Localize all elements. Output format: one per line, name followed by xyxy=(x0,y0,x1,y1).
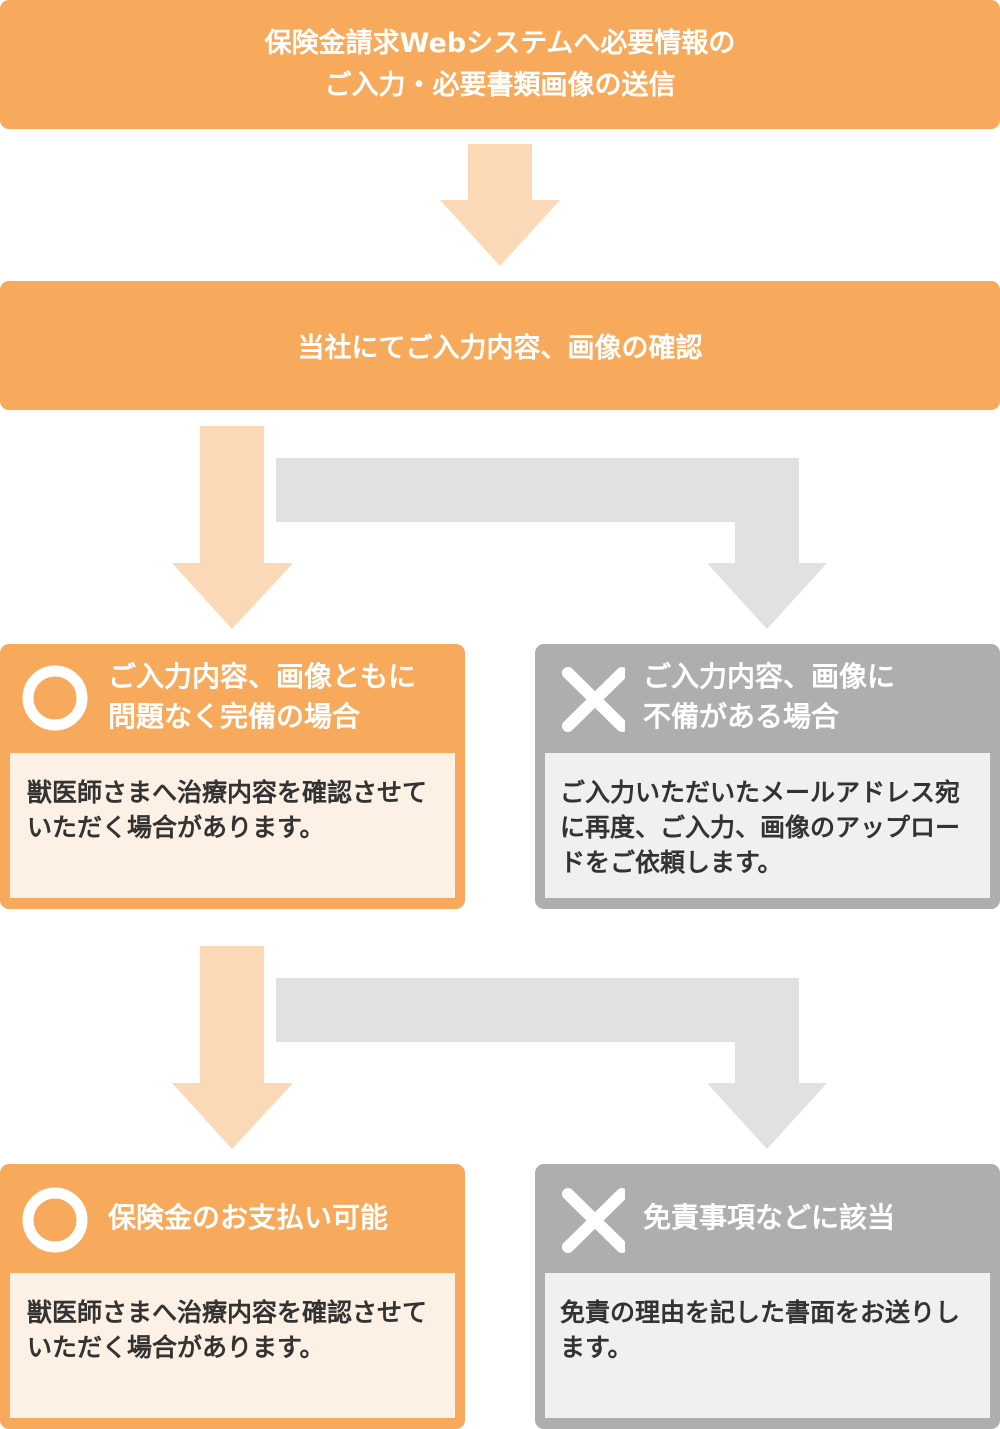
review-ok-title-line1: ご入力内容、画像ともに xyxy=(108,660,417,693)
step-review: 当社にてご入力内容、画像の確認 xyxy=(0,281,1000,410)
step-submit-line1: 保険金請求Webシステムへ必要情報の xyxy=(264,27,736,59)
payment-ok-title: 保険金のお支払い可能 xyxy=(108,1201,389,1234)
review-ok-card: ご入力内容、画像ともに 問題なく完備の場合 獣医師さまへ治療内容を確認させていた… xyxy=(0,644,465,909)
circle-icon xyxy=(22,665,88,731)
arrow-branch-ng-icon xyxy=(276,458,827,629)
cross-icon xyxy=(562,1188,625,1253)
step-submit-info: 保険金請求Webシステムへ必要情報の ご入力・必要書類画像の送信 xyxy=(0,0,1000,129)
arrow-down-ok-icon xyxy=(172,426,293,629)
payment-ok-body: 獣医師さまへ治療内容を確認させていただく場合があります。 xyxy=(10,1273,455,1418)
payment-ok-card: 保険金のお支払い可能 獣医師さまへ治療内容を確認させていただく場合があります。 xyxy=(0,1164,465,1429)
review-ng-title: ご入力内容、画像に 不備がある場合 xyxy=(643,657,990,737)
step-review-text: 当社にてご入力内容、画像の確認 xyxy=(297,333,703,364)
review-ok-body: 獣医師さまへ治療内容を確認させていただく場合があります。 xyxy=(10,753,455,898)
arrow-down-ok-icon xyxy=(172,946,293,1149)
review-ng-title-line1: ご入力内容、画像に xyxy=(643,660,896,693)
arrow-branch-ng-icon xyxy=(276,978,827,1149)
review-ok-title: ご入力内容、画像ともに 問題なく完備の場合 xyxy=(108,657,455,737)
arrow-down-icon xyxy=(440,144,560,266)
review-ng-title-line2: 不備がある場合 xyxy=(643,700,840,733)
review-ng-body: ご入力いただいたメールアドレス宛に再度、ご入力、画像のアップロードをご依頼します… xyxy=(545,753,990,898)
review-ok-title-line2: 問題なく完備の場合 xyxy=(108,700,361,733)
payment-ng-body: 免責の理由を記した書面をお送りします。 xyxy=(545,1273,990,1418)
payment-ng-title: 免責事項などに該当 xyxy=(643,1201,896,1234)
circle-icon xyxy=(22,1187,88,1253)
review-ng-card: ご入力内容、画像に 不備がある場合 ご入力いただいたメールアドレス宛に再度、ご入… xyxy=(535,644,1000,909)
step-submit-line2: ご入力・必要書類画像の送信 xyxy=(324,69,676,101)
payment-ng-card: 免責事項などに該当 免責の理由を記した書面をお送りします。 xyxy=(535,1164,1000,1429)
cross-icon xyxy=(562,667,625,732)
